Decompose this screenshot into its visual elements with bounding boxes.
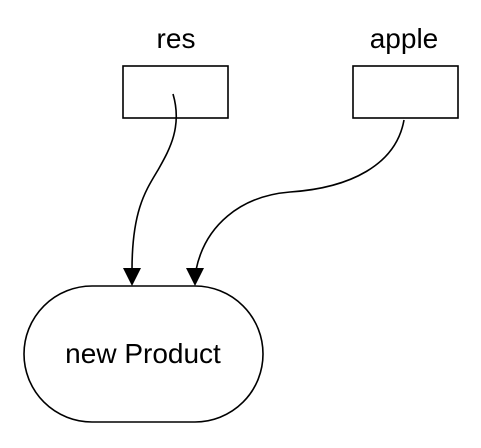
arrowhead-res: [123, 268, 141, 286]
object-node: [23, 285, 264, 423]
reference-arrow-apple: [195, 119, 405, 271]
arrowhead-apple: [186, 268, 204, 286]
variable-box-apple: [352, 65, 459, 119]
variable-label-apple: apple: [370, 23, 439, 54]
variable-label-res: res: [157, 23, 196, 54]
reference-arrow-res: [131, 93, 178, 271]
object-node-label: new Product: [65, 338, 221, 369]
